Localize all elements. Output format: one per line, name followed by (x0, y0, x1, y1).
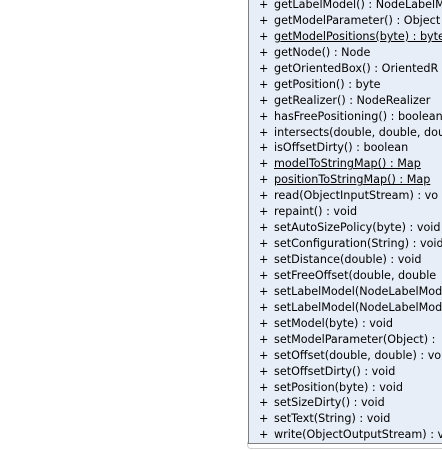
method-signature: setLabelModel(NodeLabelMod (274, 284, 442, 298)
visibility-marker: + (259, 364, 269, 378)
visibility-marker: + (259, 0, 269, 11)
method-row[interactable]: + setText(String) : void (259, 411, 442, 427)
visibility-marker: + (259, 428, 269, 442)
method-row[interactable]: + setFreeOffset(double, double (259, 268, 442, 284)
method-signature: read(ObjectInputStream) : vo (274, 189, 439, 203)
visibility-marker: + (259, 29, 269, 43)
method-row[interactable]: + setLabelModel(NodeLabelMod (259, 284, 442, 300)
method-row[interactable]: + setPosition(byte) : void (259, 380, 442, 396)
method-signature: setAutoSizePolicy(byte) : void (274, 221, 441, 235)
visibility-marker: + (259, 348, 269, 362)
method-signature: setSizeDirty() : void (274, 396, 385, 410)
method-signature: setLabelModel(NodeLabelMod (274, 300, 442, 314)
method-signature: getRealizer() : NodeRealizer (274, 93, 431, 107)
method-row[interactable]: + modelToStringMap() : Map (259, 156, 442, 172)
visibility-marker: + (259, 93, 269, 107)
method-row[interactable]: + setSizeDirty() : void (259, 395, 442, 411)
method-signature: getModelParameter() : Object (274, 13, 441, 27)
method-signature: setPosition(byte) : void (274, 380, 403, 394)
visibility-marker: + (259, 61, 269, 75)
method-signature: hasFreePositioning() : boolean (274, 109, 442, 123)
method-row[interactable]: + intersects(double, double, dou (259, 125, 442, 141)
visibility-marker: + (259, 237, 269, 251)
visibility-marker: + (259, 189, 269, 203)
method-signature: positionToStringMap() : Map (274, 173, 431, 187)
method-signature: getPosition() : byte (274, 77, 381, 91)
method-row[interactable]: + setConfiguration(String) : void (259, 236, 442, 252)
visibility-marker: + (259, 316, 269, 330)
visibility-marker: + (259, 45, 269, 59)
visibility-marker: + (259, 141, 269, 155)
method-row[interactable]: + positionToStringMap() : Map (259, 172, 442, 188)
visibility-marker: + (259, 77, 269, 91)
visibility-marker: + (259, 173, 269, 187)
method-row[interactable]: + read(ObjectInputStream) : vo (259, 188, 442, 204)
visibility-marker: + (259, 300, 269, 314)
method-row[interactable]: + repaint() : void (259, 204, 442, 220)
method-signature: setDistance(double) : void (274, 253, 422, 266)
method-signature: intersects(double, double, dou (274, 125, 442, 139)
method-signature: write(ObjectOutputStream) : v (274, 428, 442, 442)
visibility-marker: + (259, 284, 269, 298)
method-row[interactable]: + getRealizer() : NodeRealizer (259, 93, 442, 109)
method-signature: modelToStringMap() : Map (274, 157, 421, 171)
visibility-marker: + (259, 380, 269, 394)
method-row[interactable]: + setDistance(double) : void (259, 252, 442, 268)
visibility-marker: + (259, 13, 269, 27)
visibility-marker: + (259, 332, 269, 346)
method-signature: getNode() : Node (274, 45, 371, 59)
visibility-marker: + (259, 253, 269, 266)
method-signature: isOffsetDirty() : boolean (274, 141, 409, 155)
method-row[interactable]: + setModelParameter(Object) : (259, 332, 442, 348)
method-row[interactable]: + setAutoSizePolicy(byte) : void (259, 220, 442, 236)
method-signature: getOrientedBox() : OrientedR (274, 61, 439, 75)
visibility-marker: + (259, 125, 269, 139)
visibility-marker: + (259, 221, 269, 235)
method-signature: getLabelModel() : NodeLabelM (274, 0, 442, 11)
method-signature: setOffset(double, double) : vo (274, 348, 442, 362)
method-signature: repaint() : void (274, 205, 358, 219)
method-signature: setOffsetDirty() : void (274, 364, 396, 378)
method-row[interactable]: + getOrientedBox() : OrientedR (259, 61, 442, 77)
visibility-marker: + (259, 396, 269, 410)
method-row[interactable]: + setOffsetDirty() : void (259, 364, 442, 380)
method-row[interactable]: + getModelParameter() : Object (259, 13, 442, 29)
method-row[interactable]: + setOffset(double, double) : vo (259, 348, 442, 364)
visibility-marker: + (259, 205, 269, 219)
method-row[interactable]: + getModelPositions(byte) : byte (259, 29, 442, 45)
method-row[interactable]: + getNode() : Node (259, 45, 442, 61)
visibility-marker: + (259, 412, 269, 426)
visibility-marker: + (259, 157, 269, 171)
method-signature: setText(String) : void (274, 412, 391, 426)
method-signature: setFreeOffset(double, double (274, 268, 437, 282)
class-box-shadow (247, 442, 442, 449)
method-row[interactable]: + getLabelModel() : NodeLabelM (259, 0, 442, 13)
method-row[interactable]: + setLabelModel(NodeLabelMod (259, 300, 442, 316)
method-row[interactable]: + hasFreePositioning() : boolean (259, 109, 442, 125)
method-row[interactable]: + write(ObjectOutputStream) : v (259, 427, 442, 443)
method-signature: setConfiguration(String) : void (274, 237, 442, 251)
method-row[interactable]: + isOffsetDirty() : boolean (259, 140, 442, 156)
method-compartment: + getLabelModel() : NodeLabelM + getModelPa… (259, 0, 442, 443)
method-signature: setModelParameter(Object) : (274, 332, 436, 346)
visibility-marker: + (259, 268, 269, 282)
method-signature: setModel(byte) : void (274, 316, 393, 330)
uml-class-box[interactable]: + getLabelModel() : NodeLabelM + getModelPa… (248, 0, 442, 444)
method-row[interactable]: + setModel(byte) : void (259, 316, 442, 332)
method-signature: getModelPositions(byte) : byte (274, 29, 442, 43)
visibility-marker: + (259, 109, 269, 123)
method-row[interactable]: + getPosition() : byte (259, 77, 442, 93)
